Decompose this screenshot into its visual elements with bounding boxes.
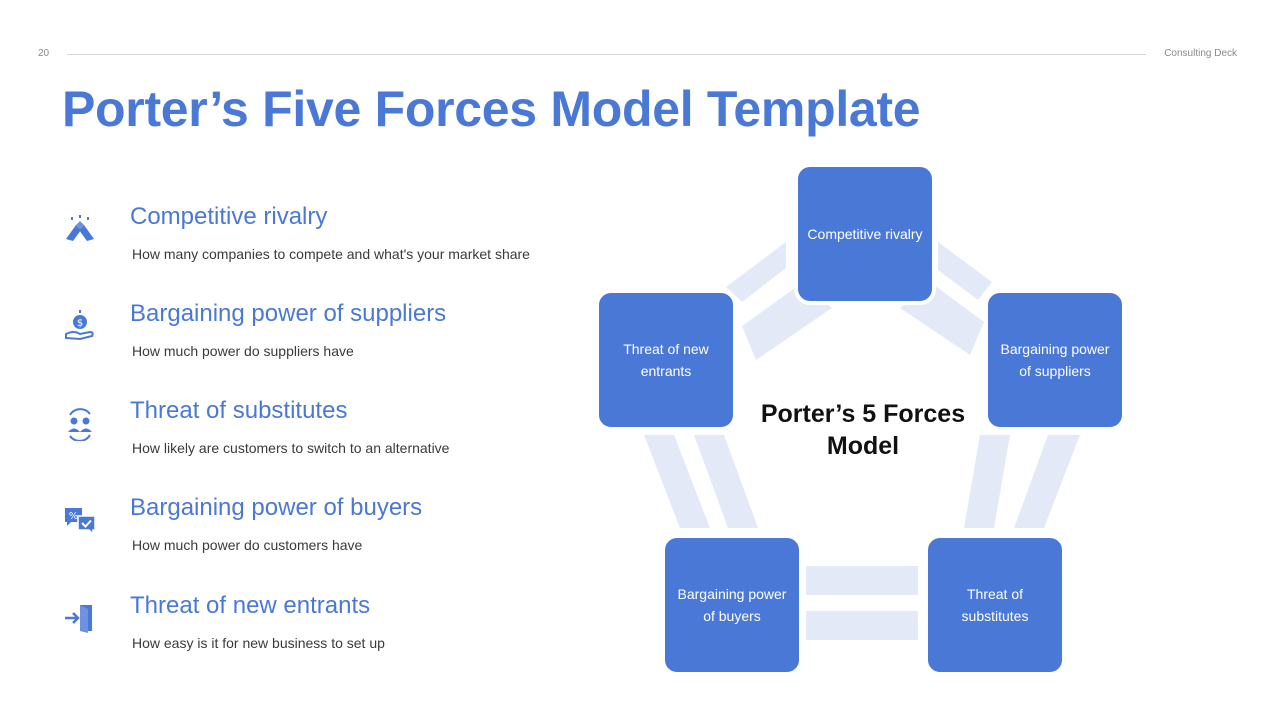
svg-text:$: $ — [77, 318, 83, 329]
force-heading: Competitive rivalry — [130, 203, 328, 230]
force-description: How much power do customers have — [132, 537, 363, 553]
connector-right-inner — [1014, 435, 1080, 528]
node-label: Bargaining power of buyers — [677, 586, 787, 624]
force-item-new-entrants: Threat of new entrants How easy is it fo… — [62, 592, 532, 682]
force-item-competitive-rivalry: Competitive rivalry How many companies t… — [62, 203, 532, 293]
force-heading: Bargaining power of buyers — [130, 494, 423, 521]
svg-text:%: % — [69, 511, 79, 522]
connector-left-inner — [694, 435, 758, 528]
force-description: How many companies to compete and what's… — [132, 246, 530, 262]
page-title: Porter’s Five Forces Model Template — [62, 81, 921, 137]
page-number: 20 — [38, 48, 50, 59]
force-description: How likely are customers to switch to an… — [132, 440, 450, 456]
five-forces-diagram: Competitive rivalry Bargaining power of … — [560, 150, 1200, 690]
connector-top-left-outer — [726, 242, 786, 302]
force-description: How easy is it for new business to set u… — [132, 635, 385, 651]
money-hand-icon: $ — [62, 308, 98, 344]
force-heading: Threat of new entrants — [130, 592, 371, 619]
node-competitive-rivalry: Competitive rivalry — [794, 163, 936, 305]
connector-bottom-upper — [806, 566, 918, 595]
header-divider — [67, 54, 1146, 55]
force-item-supplier-power: $ Bargaining power of suppliers How much… — [62, 300, 532, 390]
connector-top-right-outer — [938, 242, 992, 300]
deck-label: Consulting Deck — [1164, 48, 1237, 59]
force-description: How much power do suppliers have — [132, 343, 354, 359]
node-label: Bargaining power of suppliers — [1000, 341, 1110, 379]
diagram-center-label: Porter’s 5 Forces Model — [760, 400, 966, 460]
node-supplier-power: Bargaining power of suppliers — [984, 289, 1126, 431]
people-switch-icon — [62, 405, 98, 441]
connector-bottom-lower — [806, 611, 918, 640]
force-heading: Bargaining power of suppliers — [130, 300, 447, 327]
force-item-buyer-power: % Bargaining power of buyers How much po… — [62, 494, 532, 584]
connector-left-outer — [644, 435, 710, 528]
connector-right-outer — [964, 435, 1010, 528]
force-item-substitutes: Threat of substitutes How likely are cus… — [62, 397, 532, 487]
discount-chat-icon: % — [62, 502, 98, 538]
node-label: Competitive rivalry — [807, 226, 923, 242]
node-buyer-power: Bargaining power of buyers — [661, 534, 803, 676]
enter-door-icon — [62, 600, 98, 636]
node-label: Threat of substitutes — [961, 586, 1029, 624]
force-heading: Threat of substitutes — [130, 397, 348, 424]
node-new-entrants: Threat of new entrants — [595, 289, 737, 431]
handshake-icon — [62, 211, 98, 247]
node-label: Threat of new entrants — [623, 341, 709, 379]
node-substitutes: Threat of substitutes — [924, 534, 1066, 676]
